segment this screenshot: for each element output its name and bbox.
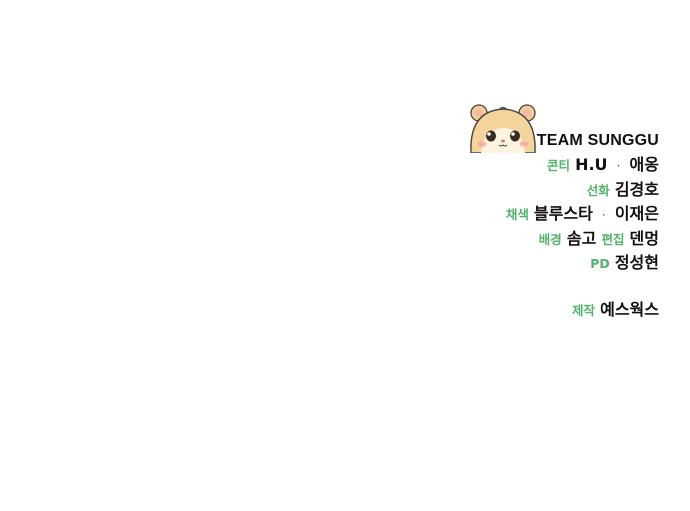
- role-label: 채색: [505, 207, 529, 222]
- credit-name: 김경호: [614, 179, 659, 199]
- role-label: 편집: [601, 231, 625, 247]
- role-label: 선화: [586, 182, 610, 198]
- name-separator: ·: [601, 208, 606, 222]
- production-company: 예스웍스: [600, 299, 659, 319]
- spacer: [359, 276, 659, 298]
- credit-name: 이재은: [614, 204, 659, 223]
- role-label: PD: [590, 256, 610, 271]
- credit-line-pd: PD 정성현: [359, 251, 659, 276]
- credit-name: 블루스타: [533, 204, 593, 223]
- credit-name: 덴멍: [629, 228, 659, 248]
- credit-line-lineart: 선화 김경호: [359, 178, 659, 203]
- credit-name: 솜고: [566, 228, 597, 248]
- credit-line-coloring: 채색 블루스타 · 이재은: [359, 202, 659, 227]
- role-label: 콘티: [546, 158, 570, 173]
- team-header: TEAM SUNGGU: [359, 101, 659, 153]
- team-name: TEAM SUNGGU: [536, 132, 659, 149]
- credit-line-background-editing: 배경 솜고 편집 덴멍: [359, 227, 659, 252]
- role-label: 배경: [538, 231, 562, 247]
- credit-name: 정성현: [614, 253, 659, 272]
- credit-name: 애옹: [629, 155, 659, 174]
- hamster-mascot-icon: [470, 104, 536, 153]
- credit-name: H.U: [575, 155, 608, 174]
- credit-line-production: 제작 예스웍스: [359, 298, 659, 323]
- credits-block: TEAM SUNGGU 콘티 H.U · 애옹 선화 김경호 채색 블루스타 ·…: [359, 101, 659, 322]
- role-label: 제작: [572, 302, 596, 318]
- credit-line-storyboard: 콘티 H.U · 애옹: [359, 153, 659, 178]
- name-separator: ·: [616, 159, 621, 173]
